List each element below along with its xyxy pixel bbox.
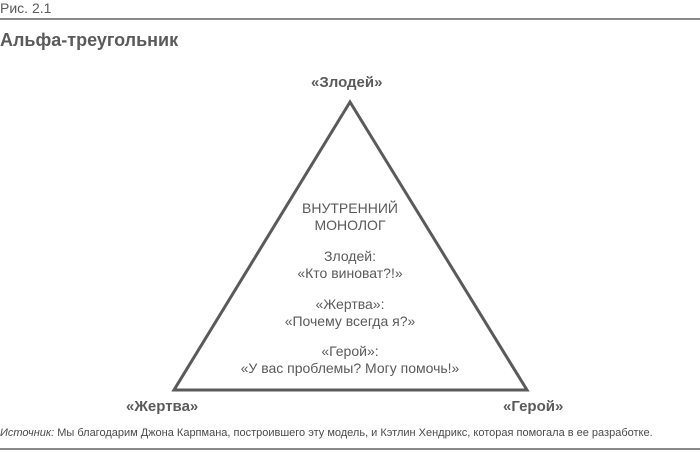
villain-quote: «Кто виноват?!»	[297, 265, 403, 281]
victim-monologue: «Жертва»: «Почему всегда я?»	[200, 296, 500, 330]
victim-role: «Жертва»:	[315, 296, 385, 312]
source-label: Источник:	[0, 427, 55, 439]
heading-line-2: МОНОЛОГ	[314, 217, 386, 233]
heading-line-1: ВНУТРЕННИЙ	[302, 200, 398, 216]
figure-title: Альфа-треугольник	[0, 30, 179, 50]
top-divider	[0, 18, 700, 20]
figure-label: Рис. 2.1	[0, 0, 52, 16]
vertex-victim: «Жертва»	[126, 398, 199, 415]
victim-quote: «Почему всегда я?»	[284, 313, 416, 329]
hero-monologue: «Герой»: «У вас проблемы? Могу помочь!»	[200, 343, 500, 377]
hero-role: «Герой»:	[321, 343, 379, 359]
source-note: Источник: Мы благодарим Джона Карпмана, …	[0, 427, 653, 439]
bottom-divider	[0, 448, 700, 450]
villain-role: Злодей:	[324, 248, 376, 264]
vertex-hero: «Герой»	[503, 398, 564, 415]
vertex-villain: «Злодей»	[311, 74, 383, 91]
source-text: Мы благодарим Джона Карпмана, построивше…	[54, 427, 653, 439]
villain-monologue: Злодей: «Кто виноват?!»	[200, 248, 500, 282]
hero-quote: «У вас проблемы? Могу помочь!»	[240, 360, 460, 376]
inner-monologue-heading: ВНУТРЕННИЙ МОНОЛОГ	[200, 200, 500, 234]
